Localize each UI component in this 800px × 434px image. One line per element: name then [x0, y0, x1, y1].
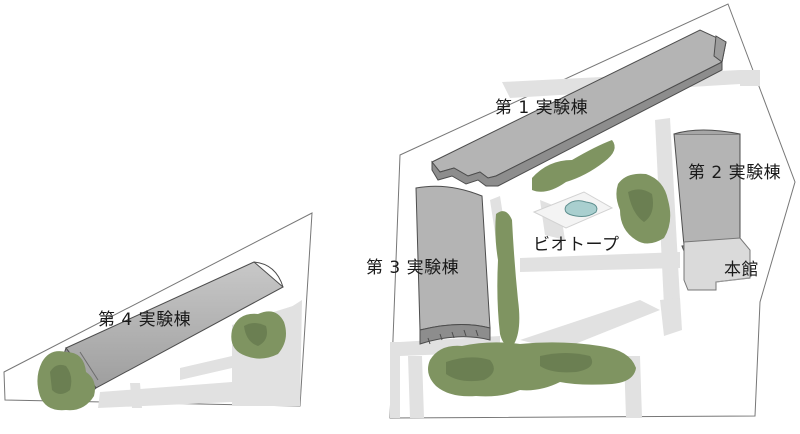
- building-3[interactable]: [415, 185, 491, 345]
- label-building-3[interactable]: 第 3 実験棟: [366, 258, 460, 278]
- main-building[interactable]: [683, 237, 751, 291]
- biotope-area[interactable]: [532, 191, 614, 229]
- building-1[interactable]: [431, 29, 727, 187]
- label-building-1[interactable]: 第 1 実験棟: [495, 98, 589, 118]
- trees-west: [37, 311, 286, 411]
- label-building-2[interactable]: 第 2 実験棟: [688, 163, 782, 183]
- label-main-building[interactable]: 本館: [724, 260, 759, 280]
- label-building-4[interactable]: 第 4 実験棟: [98, 310, 192, 330]
- building-2[interactable]: [673, 129, 745, 257]
- trees-east: [428, 140, 671, 397]
- label-biotope[interactable]: ビオトープ: [533, 235, 620, 255]
